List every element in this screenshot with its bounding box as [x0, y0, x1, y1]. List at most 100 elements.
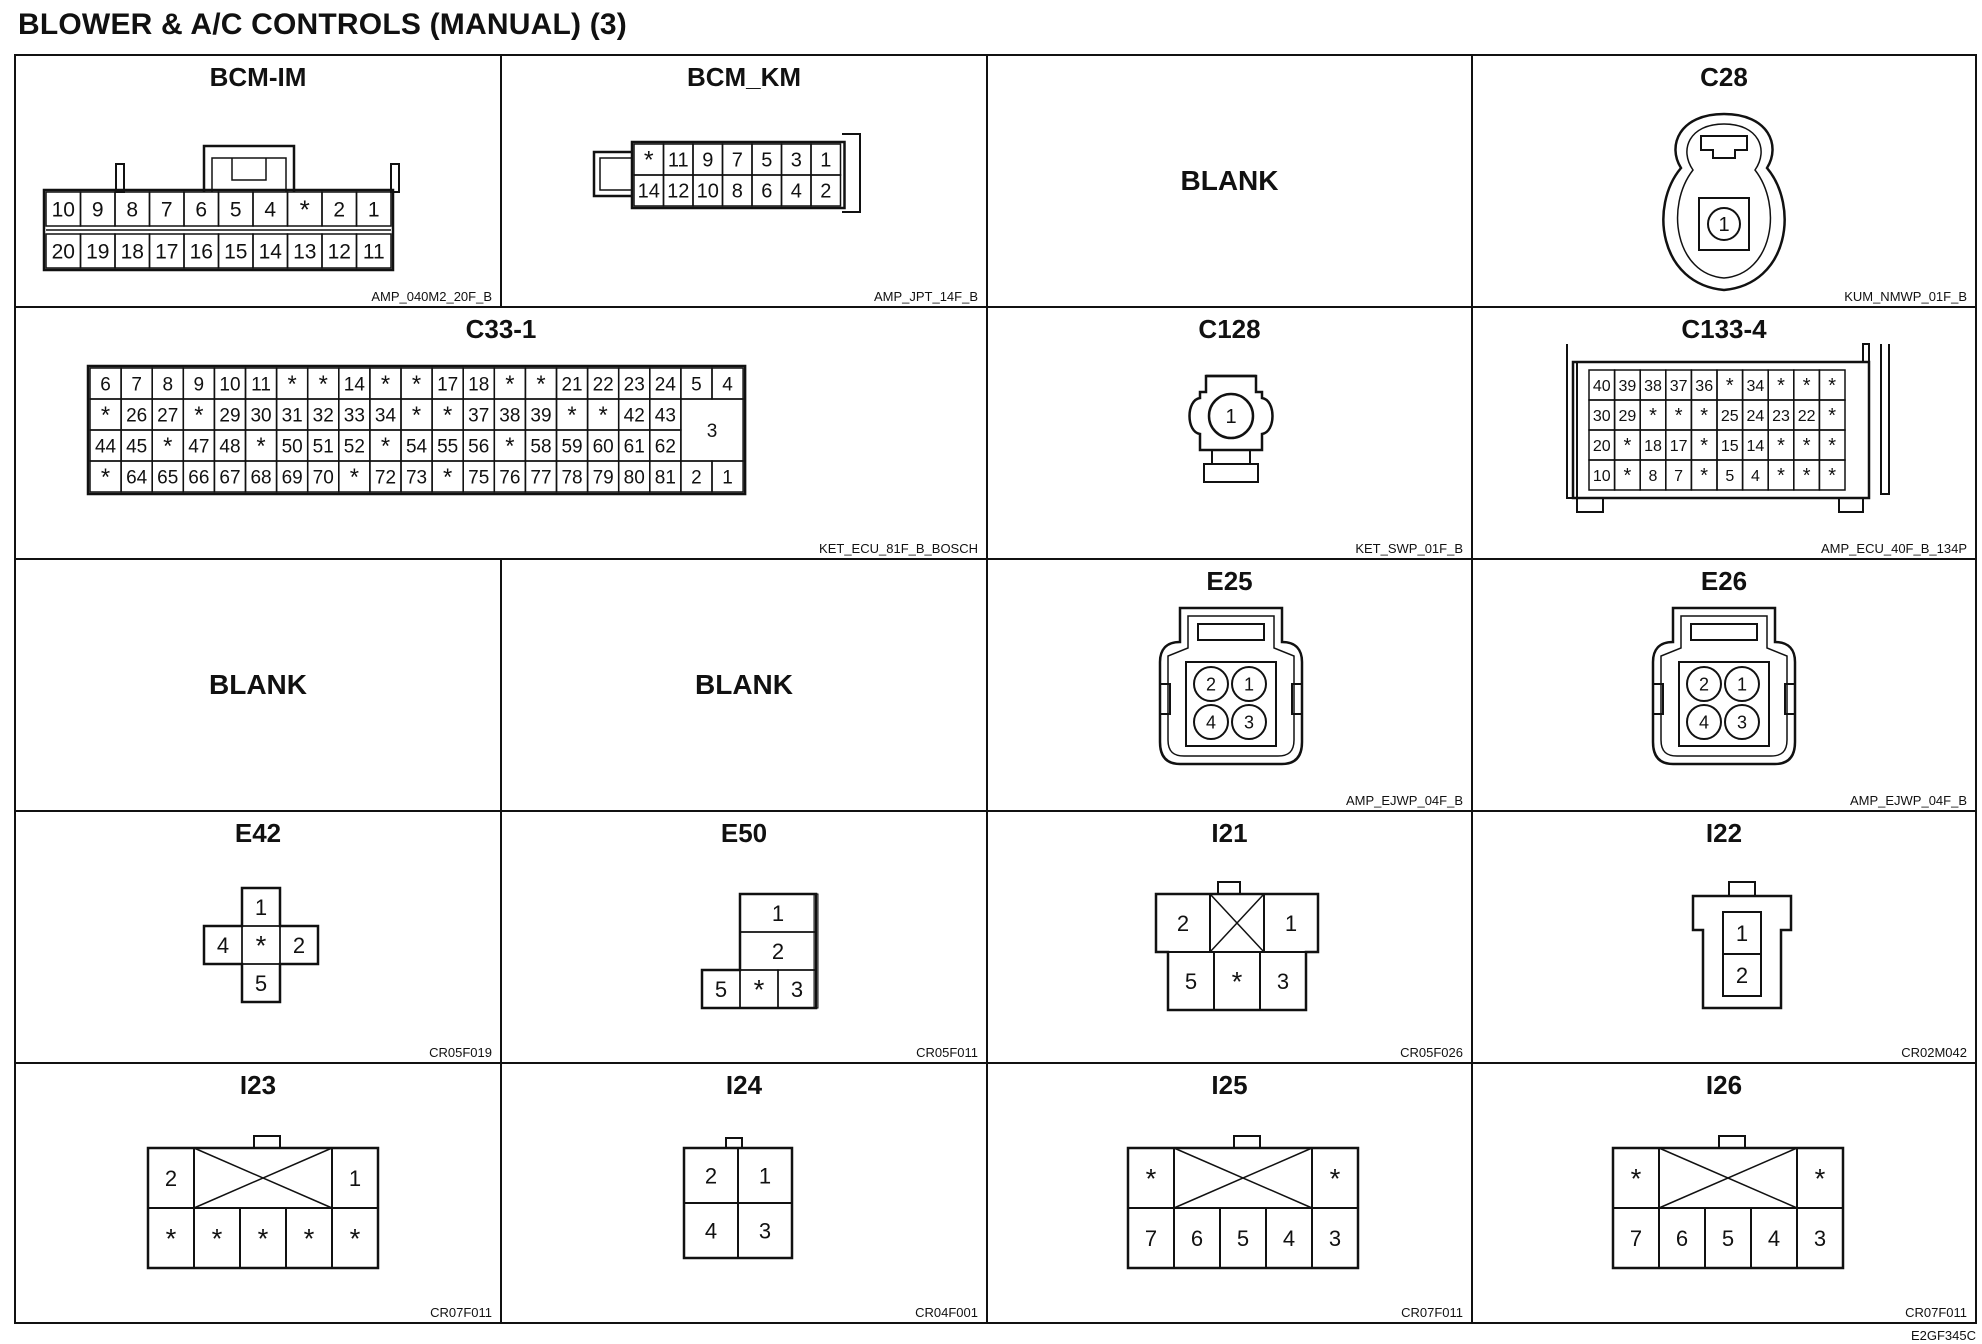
pin-label: 8 [126, 199, 138, 222]
pin-label: 18 [121, 241, 144, 264]
connector-body [1188, 374, 1274, 452]
pin-label: 31 [282, 405, 303, 426]
connector-latch [1217, 881, 1241, 895]
blank-cross [193, 1147, 333, 1209]
pin-cell [355, 233, 392, 269]
pin-label: 5 [761, 150, 772, 172]
pin-cell [1818, 459, 1846, 491]
pin-label: 3 [759, 1218, 771, 1243]
pin-blank: * [1777, 465, 1785, 487]
connector-base [1203, 463, 1259, 483]
connector-code: CR07F011 [1401, 1305, 1463, 1320]
pin-label: 4 [791, 181, 802, 203]
connector-code: CR05F026 [1400, 1045, 1463, 1060]
pin-label: 76 [499, 467, 520, 488]
pin-label: 1 [820, 150, 831, 172]
pin-label: 17 [1670, 438, 1688, 455]
pin-label: 29 [1619, 408, 1637, 425]
pin-blank: * [350, 464, 359, 491]
pin-label: 40 [1593, 378, 1611, 395]
pin-label: 5 [1185, 969, 1197, 994]
pin-label: 11 [363, 241, 385, 264]
edge [813, 893, 819, 1009]
connector-body [86, 364, 747, 496]
pin-label: 62 [655, 436, 676, 457]
connector-code: AMP_040M2_20F_B [371, 289, 492, 304]
pin-blank: * [644, 147, 654, 175]
latch-tab [390, 163, 400, 193]
pin-label: 2 [165, 1166, 177, 1191]
pin-label: 4 [217, 933, 229, 958]
connector-lock [1700, 135, 1748, 159]
pin-circle [1707, 207, 1741, 241]
pin-label: 5 [691, 374, 702, 395]
pin-label: 4 [1283, 1226, 1295, 1251]
pin-label: 39 [1619, 378, 1637, 395]
pin-label: 4 [722, 374, 733, 395]
pin-blank: * [1624, 435, 1632, 457]
pin-cell [1698, 197, 1750, 251]
pin-cell [777, 969, 817, 1009]
connector-latch [1862, 343, 1870, 498]
pin-label: 7 [161, 199, 173, 222]
pin-label: 4 [1768, 1226, 1780, 1251]
pin-label: 27 [157, 405, 178, 426]
pin-blank: * [256, 433, 265, 460]
pin-blank: * [163, 433, 172, 460]
pin-blank: * [1828, 405, 1836, 427]
pin-blank: * [1815, 1163, 1826, 1194]
cell-blank: BLANK [14, 558, 502, 812]
connector-code: CR07F011 [1905, 1305, 1967, 1320]
cell-c128: C128 1 KET_SWP_01F_B [986, 306, 1473, 560]
pin-label: 5 [1722, 1226, 1734, 1251]
pin-label: 14 [1747, 438, 1765, 455]
pin-label: 29 [219, 405, 240, 426]
pin-label: 25 [1721, 408, 1739, 425]
pin-blank: * [1803, 435, 1811, 457]
pin-label: 60 [593, 436, 614, 457]
pin-circle [1231, 704, 1267, 740]
blank-label: BLANK [695, 669, 793, 700]
pin-label: 26 [126, 405, 147, 426]
connector-latch [1718, 1135, 1746, 1149]
pin-label: 11 [668, 150, 689, 172]
cell-blank: BLANK [500, 558, 988, 812]
pin-label: 8 [162, 374, 173, 395]
pin-label: 44 [95, 436, 117, 457]
pin-blank: * [536, 371, 545, 398]
pin-label: 72 [375, 467, 396, 488]
blank-cross [1173, 1147, 1313, 1209]
pin-blank: * [1726, 375, 1734, 397]
pin-label: 6 [195, 199, 207, 222]
pin-circle [1724, 704, 1760, 740]
pin-label: 14 [638, 181, 660, 203]
pin-label: 7 [1674, 468, 1683, 485]
connector-title: C133-4 [1681, 314, 1767, 344]
pin-label: 42 [624, 405, 645, 426]
pin-label: 4 [1206, 712, 1216, 732]
pin-blank: * [194, 402, 203, 429]
pin-circle [1193, 704, 1229, 740]
pin-label: 1 [1718, 214, 1729, 236]
pin-label: 5 [255, 971, 267, 996]
pin-label: 2 [293, 933, 305, 958]
pin-label: 16 [190, 241, 213, 264]
pin-blank: * [1649, 405, 1657, 427]
pin-label: 20 [52, 241, 75, 264]
connector-c28: 1 [1649, 106, 1799, 296]
blank-cross [1209, 893, 1265, 953]
pin-label: 34 [1747, 378, 1765, 395]
pin-label: 12 [667, 181, 689, 203]
pin-label: 5 [1237, 1226, 1249, 1251]
connector-code: CR07F011 [430, 1305, 492, 1320]
